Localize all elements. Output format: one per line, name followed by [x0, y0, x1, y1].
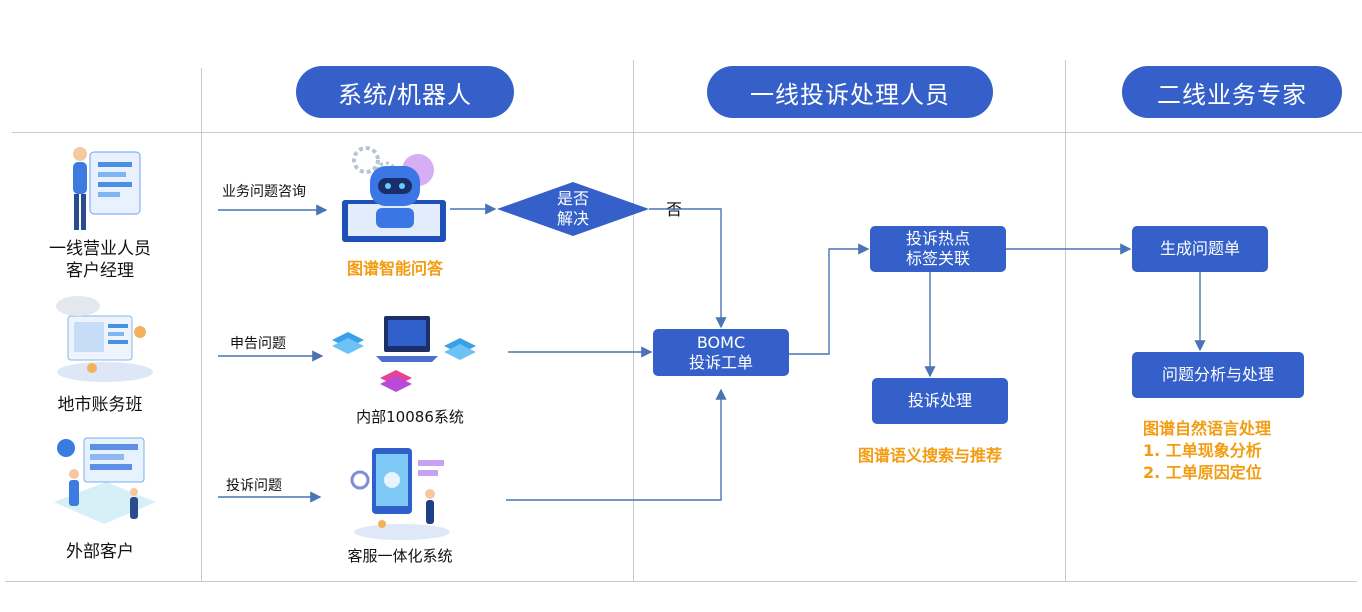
flow-label-complaint: 投诉问题 — [226, 478, 282, 494]
lane-divider-1 — [201, 68, 202, 581]
actor-label-customer: 外部客户 — [66, 542, 134, 562]
note-nlp-item2: 2. 工单原因定位 — [1143, 463, 1262, 482]
bomc-box: BOMC 投诉工单 — [653, 329, 789, 376]
actor-staff-line1: 一线营业人员 — [49, 239, 151, 259]
hotspot-line2: 标签关联 — [905, 249, 970, 268]
system-label-service: 客服一体化系统 — [347, 547, 453, 565]
hotspot-box: 投诉热点 标签关联 — [870, 226, 1006, 272]
generate-box: 生成问题单 — [1132, 226, 1268, 272]
internal-system-illustration-icon — [332, 316, 476, 392]
note-nlp-title: 图谱自然语言处理 — [1143, 419, 1272, 438]
flow-label-consult: 业务问题咨询 — [222, 184, 306, 200]
analysis-box: 问题分析与处理 — [1132, 352, 1304, 398]
finance-illustration-icon — [56, 296, 153, 382]
system-label-internal: 内部10086系统 — [356, 408, 464, 426]
decision-label: 是否 解决 — [537, 187, 609, 231]
hotspot-line1: 投诉热点 — [905, 229, 970, 248]
arrow-bomc-hotspot — [789, 243, 870, 355]
service-illustration-icon — [350, 448, 450, 540]
arrow-no-bomc — [649, 208, 727, 329]
lane-header-expert: 二线业务专家 — [1122, 66, 1342, 118]
bomc-line2: 投诉工单 — [688, 352, 753, 372]
lane-header-system: 系统/机器人 — [296, 66, 514, 118]
bottom-divider — [5, 581, 1357, 582]
arrow-service-bomc — [506, 388, 727, 501]
actor-label-finance: 地市账务班 — [57, 395, 143, 415]
actor-staff-line2: 客户经理 — [66, 261, 134, 281]
customer-illustration-icon — [54, 437, 156, 524]
header-divider — [12, 132, 1362, 133]
note-nlp: 图谱自然语言处理 1. 工单现象分析 2. 工单原因定位 — [1143, 418, 1271, 484]
decision-line2: 解决 — [556, 209, 589, 228]
note-semantic: 图谱语义搜索与推荐 — [858, 446, 1003, 465]
actor-label-staff: 一线营业人员 客户经理 — [30, 238, 170, 282]
decision-diamond — [497, 182, 649, 236]
note-nlp-item1: 1. 工单现象分析 — [1143, 441, 1262, 460]
decision-line1: 是否 — [556, 189, 589, 208]
system-label-qa: 图谱智能问答 — [347, 259, 444, 278]
lane-divider-3 — [1065, 60, 1066, 581]
staff-illustration-icon — [73, 147, 141, 230]
handle-box: 投诉处理 — [872, 378, 1008, 424]
lane-divider-2 — [633, 60, 634, 581]
robot-illustration-icon — [342, 146, 446, 242]
flow-label-declare: 申告问题 — [230, 336, 286, 352]
lane-header-frontline: 一线投诉处理人员 — [707, 66, 993, 118]
bomc-line1: BOMC — [696, 332, 746, 352]
